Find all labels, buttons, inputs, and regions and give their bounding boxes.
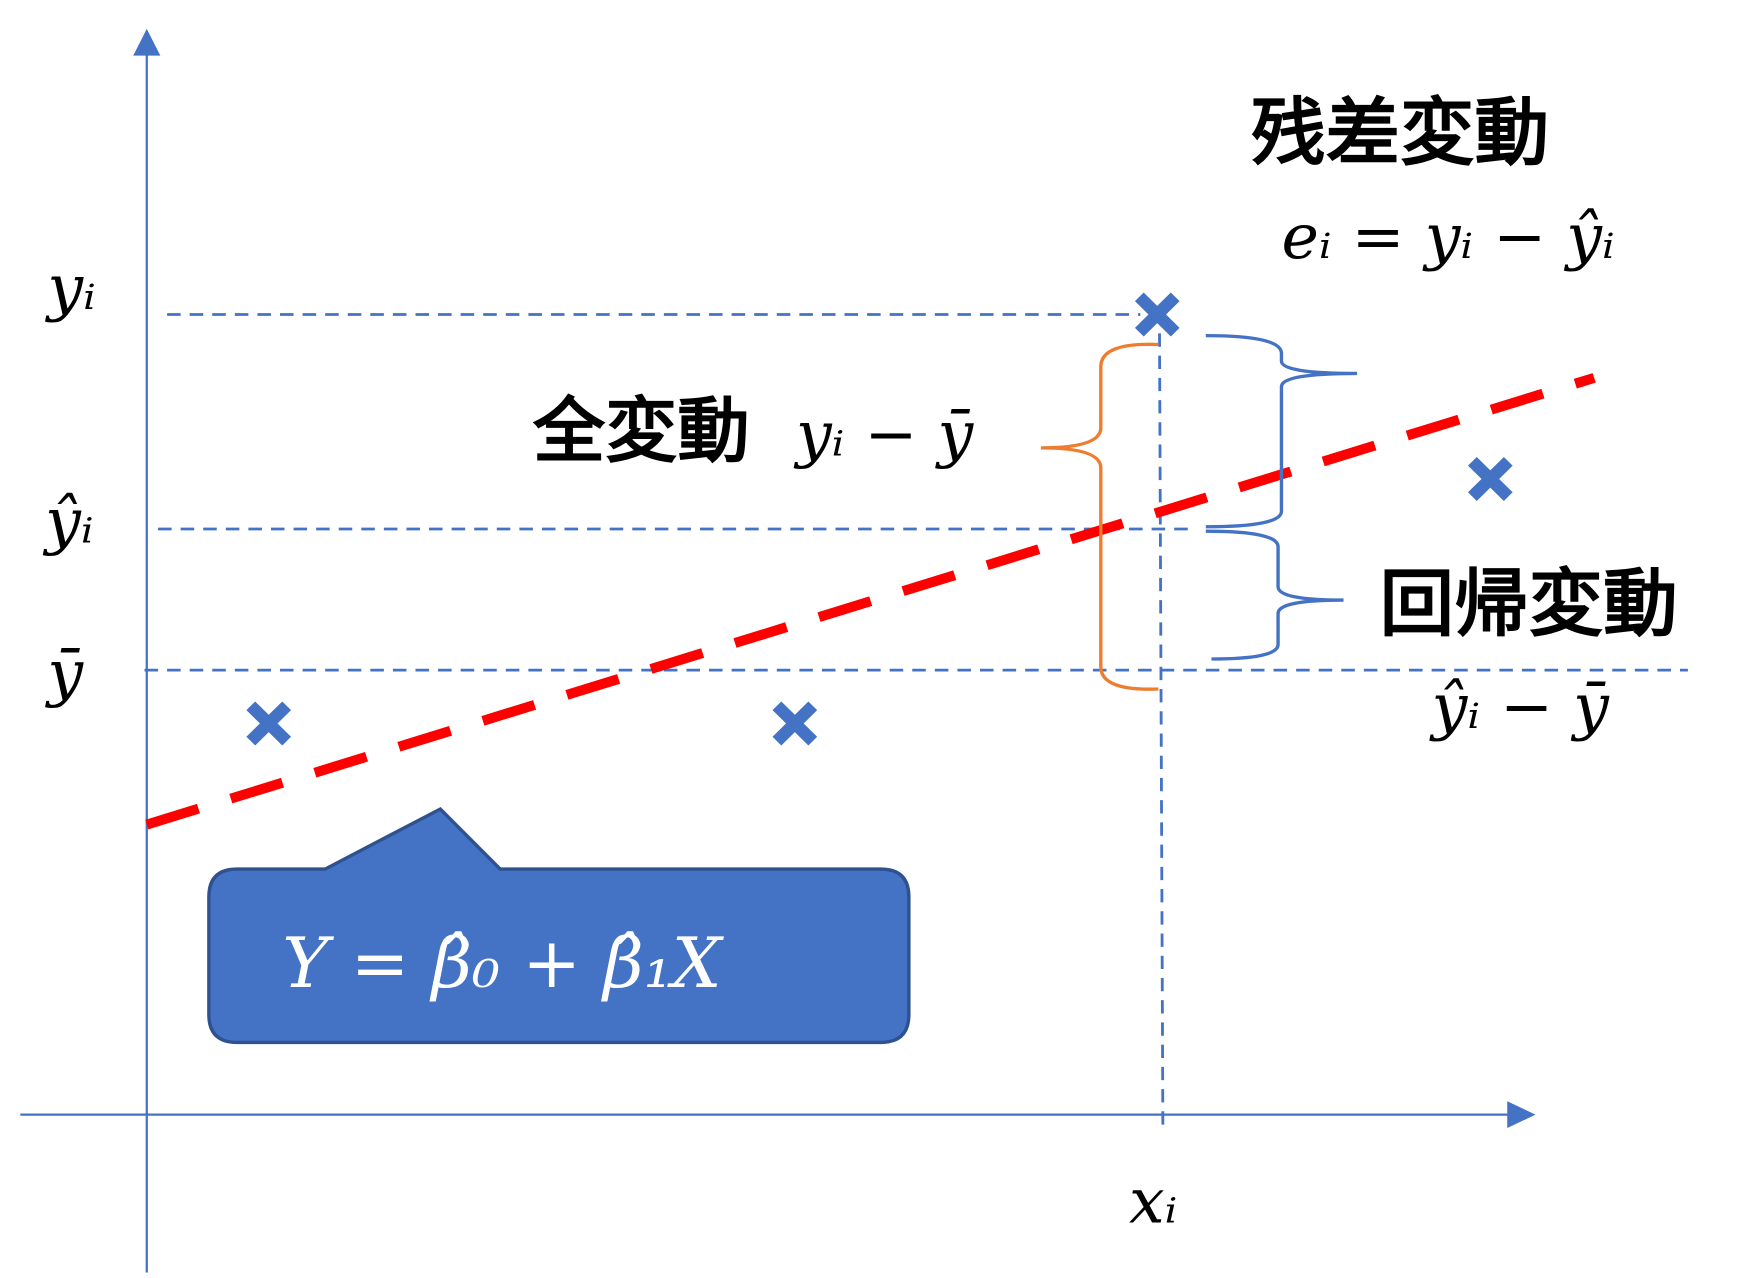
callout-box — [207, 806, 911, 1045]
data-point-marker — [1467, 456, 1513, 501]
regression-equation: Y = β̂₀ + β̂₁X — [282, 924, 724, 1003]
total-formula: yᵢ − ȳ — [793, 398, 975, 470]
ybar-label: ȳ — [44, 637, 84, 709]
total-variation-title: 全変動 — [532, 389, 750, 472]
residual-formula: eᵢ = yᵢ − ŷᵢ — [1281, 200, 1614, 272]
residual-variation-title: 残差変動 — [1251, 90, 1549, 175]
yi-label: yᵢ — [44, 251, 95, 323]
x-axis-arrow — [1507, 1101, 1536, 1128]
regression-line — [145, 373, 1596, 830]
regression-variation-brace — [1205, 529, 1344, 661]
data-point-marker — [246, 701, 292, 746]
data-point-marker — [772, 701, 818, 746]
residual-variation-brace — [1205, 333, 1358, 529]
xi-label: xᵢ — [1129, 1165, 1177, 1237]
xi-guide-line — [1158, 333, 1165, 1134]
data-point-marker — [1134, 292, 1180, 337]
total-variation-brace — [1040, 342, 1159, 691]
y-axis-arrow — [133, 28, 161, 56]
regression-formula: ŷᵢ − ȳ — [1429, 670, 1611, 742]
yhat-label: ŷᵢ — [42, 485, 93, 557]
regression-variation-title: 回帰変動 — [1380, 562, 1678, 647]
